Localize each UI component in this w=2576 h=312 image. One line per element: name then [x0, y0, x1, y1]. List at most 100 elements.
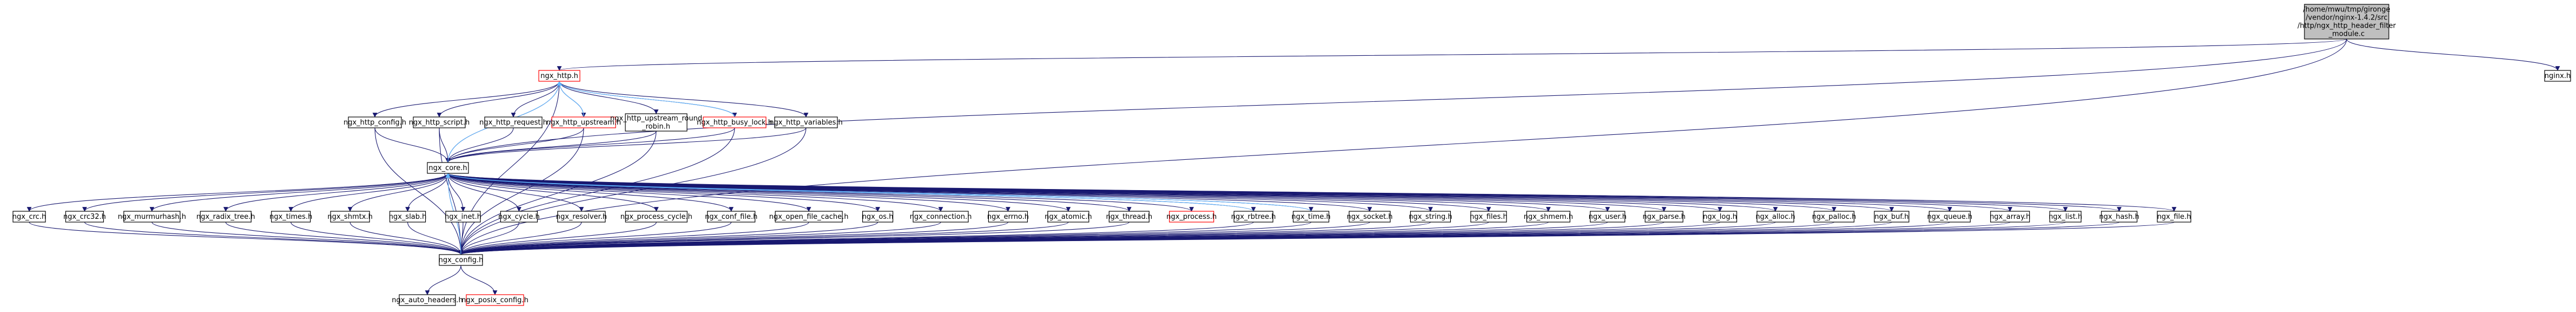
node-ngx-parse-h[interactable]: ngx_parse.h: [1642, 211, 1686, 223]
node-ngx-errno-h[interactable]: ngx_errno.h: [987, 211, 1029, 223]
node-ngx-atomic-h[interactable]: ngx_atomic.h: [1045, 211, 1092, 223]
back-edge-ngx_http_upstream_h-to-ngx_http_h: [557, 81, 584, 118]
edge-ngx_core_h-to-ngx_process_cycle_h: [447, 173, 659, 212]
node-ngx-os-h[interactable]: ngx_os.h: [862, 211, 894, 223]
node-label: ngx_http_config.h: [344, 119, 406, 127]
edge-root-to-nginx_h: [2346, 38, 2560, 71]
node-ngx-http-script-h[interactable]: ngx_http_script.h: [409, 116, 470, 128]
node-label: ngx_inet.h: [445, 213, 481, 221]
node-ngx-files-h[interactable]: ngx_files.h: [1470, 211, 1508, 223]
nodes-layer: /home/mwu/tmp/gironge/vendor/nginx-1.4.2…: [12, 4, 2571, 306]
edge-ngx_crc_h-to-ngx_config_h: [29, 222, 464, 255]
node-ngx-connection-h[interactable]: ngx_connection.h: [910, 211, 972, 223]
node-box: [707, 211, 756, 223]
node-ngx-http-request-h[interactable]: ngx_http_request.h: [479, 116, 547, 128]
edge-ngx_core_h-to-ngx_cycle_h: [447, 173, 521, 212]
node-ngx-conf-file-h[interactable]: ngx_conf_file.h: [705, 211, 757, 223]
node-ngx-shmtx-h[interactable]: ngx_shmtx.h: [327, 211, 373, 223]
node-ngx-hash-h[interactable]: ngx_hash.h: [2099, 211, 2139, 223]
node-label: ngx_http_script.h: [409, 119, 470, 127]
node-ngx-core-h[interactable]: ngx_core.h: [427, 162, 469, 174]
node-ngx-config-h[interactable]: ngx_config.h: [439, 254, 484, 266]
node-label: ngx_posix_config.h: [461, 296, 529, 304]
node-ngx-shmem-h[interactable]: ngx_shmem.h: [1524, 211, 1573, 223]
node-ngx-alloc-h[interactable]: ngx_alloc.h: [1755, 211, 1795, 223]
edge-ngx_http_upstream_round_robin_h-to-ngx_core_h: [445, 131, 657, 163]
node-ngx-http-upstream-round-robin-h[interactable]: ngx_http_upstream_round_robin.h: [610, 113, 702, 132]
node-ngx-time-h[interactable]: ngx_time.h: [1291, 211, 1331, 223]
node-ngx-http-config-h[interactable]: ngx_http_config.h: [344, 116, 406, 128]
node-ngx-radix-tree-h[interactable]: ngx_radix_tree.h: [196, 211, 255, 223]
node-box: [500, 211, 538, 223]
edge-ngx_http_variables_h-to-ngx_core_h: [445, 127, 807, 163]
node-nginx-h[interactable]: nginx.h: [2544, 70, 2571, 82]
node-box: [1410, 211, 1451, 223]
node-ngx-open-file-cache-h[interactable]: ngx_open_file_cache.h: [769, 211, 849, 223]
node-label: ngx_http_upstream.h: [546, 119, 621, 127]
node-root[interactable]: /home/mwu/tmp/gironge/vendor/nginx-1.4.2…: [2297, 4, 2396, 40]
node-ngx-rbtree-h[interactable]: ngx_rbtree.h: [1231, 211, 1276, 223]
node-label: ngx_http_request.h: [479, 119, 547, 127]
node-ngx-crc-h[interactable]: ngx_crc.h: [12, 211, 46, 223]
edge-ngx_http_h-to-ngx_http_upstream_round_robin_h: [559, 81, 659, 114]
edge-ngx_core_h-to-ngx_radix_tree_h: [223, 173, 448, 212]
edge-ngx_process_cycle_h-to-ngx_config_h: [458, 222, 657, 255]
node-ngx-times-h[interactable]: ngx_times.h: [269, 211, 312, 223]
edge-ngx_murmurhash_h-to-ngx_config_h: [151, 222, 464, 255]
edge-ngx_http_script_h-to-ngx_config_h: [439, 127, 464, 255]
node-ngx-string-h[interactable]: ngx_string.h: [1409, 211, 1452, 223]
node-label: ngx_slab.h: [389, 213, 427, 221]
edge-ngx_http_h-to-ngx_config_h: [458, 81, 560, 255]
node-ngx-process-cycle-h[interactable]: ngx_process_cycle.h: [620, 211, 692, 223]
node-ngx-resolver-h[interactable]: ngx_resolver.h: [556, 211, 607, 223]
node-ngx-http-variables-h[interactable]: ngx_http_variables.h: [769, 116, 843, 128]
node-ngx-user-h[interactable]: ngx_user.h: [1589, 211, 1627, 223]
node-label: ngx_http_variables.h: [769, 119, 842, 127]
edge-ngx_core_h-to-ngx_crc_h: [27, 173, 448, 212]
node-box: [200, 211, 252, 223]
node-box: [1233, 211, 1273, 223]
node-ngx-buf-h[interactable]: ngx_buf.h: [1874, 211, 1910, 223]
node-box: [1292, 211, 1330, 223]
node-ngx-queue-h[interactable]: ngx_queue.h: [1927, 211, 1972, 223]
node-ngx-list-h[interactable]: ngx_list.h: [2049, 211, 2082, 223]
node-label: ngx_socket.h: [1346, 213, 1392, 221]
node-ngx-inet-h[interactable]: ngx_inet.h: [445, 211, 481, 223]
node-ngx-log-h[interactable]: ngx_log.h: [1702, 211, 1738, 223]
node-label: /http/ngx_http_header_filter: [2297, 22, 2396, 30]
node-ngx-crc32-h[interactable]: ngx_crc32.h: [63, 211, 106, 223]
node-label: ngx_file.h: [2157, 213, 2191, 221]
edge-ngx_core_h-to-ngx_murmurhash_h: [149, 173, 448, 212]
node-label: ngx_rbtree.h: [1231, 213, 1276, 221]
edge-ngx_core_h-to-ngx_connection_h: [447, 173, 943, 212]
node-label: ngx_config.h: [439, 256, 484, 264]
node-ngx-http-h[interactable]: ngx_http.h: [538, 70, 580, 82]
node-ngx-file-h[interactable]: ngx_file.h: [2157, 211, 2191, 223]
node-ngx-process-h[interactable]: ngx_process.h: [1166, 211, 1217, 223]
node-ngx-auto-headers-h[interactable]: ngx_auto_headers.h: [392, 294, 463, 306]
node-label: ngx_time.h: [1291, 213, 1330, 221]
node-box: [1874, 211, 1910, 223]
node-label: ngx_crc32.h: [63, 213, 106, 221]
node-label: ngx_user.h: [1589, 213, 1627, 221]
edge-ngx_config_h-to-ngx_auto_headers_h: [425, 265, 461, 295]
node-ngx-thread-h[interactable]: ngx_thread.h: [1106, 211, 1152, 223]
node-box: [1702, 211, 1738, 223]
edge-root-to-ngx_http_h: [557, 38, 2347, 71]
node-box: [1928, 211, 1971, 223]
node-ngx-array-h[interactable]: ngx_array.h: [1990, 211, 2030, 223]
node-ngx-posix-config-h[interactable]: ngx_posix_config.h: [461, 294, 529, 306]
node-ngx-cycle-h[interactable]: ngx_cycle.h: [498, 211, 540, 223]
node-box: [913, 211, 969, 223]
edge-ngx_slab_h-to-ngx_config_h: [407, 222, 464, 255]
node-ngx-socket-h[interactable]: ngx_socket.h: [1346, 211, 1393, 223]
node-ngx-slab-h[interactable]: ngx_slab.h: [389, 211, 427, 223]
node-box: [1470, 211, 1507, 223]
node-ngx-palloc-h[interactable]: ngx_palloc.h: [1812, 211, 1857, 223]
node-box: [413, 116, 466, 128]
node-ngx-http-upstream-h[interactable]: ngx_http_upstream.h: [546, 116, 621, 128]
edge-ngx_http_busy_lock_h-to-ngx_config_h: [458, 127, 735, 255]
edge-ngx_thread_h-to-ngx_config_h: [458, 222, 1130, 255]
node-ngx-http-busy-lock-h[interactable]: ngx_http_busy_lock.h: [697, 116, 772, 128]
node-ngx-murmurhash-h[interactable]: ngx_murmurhash.h: [118, 211, 186, 223]
